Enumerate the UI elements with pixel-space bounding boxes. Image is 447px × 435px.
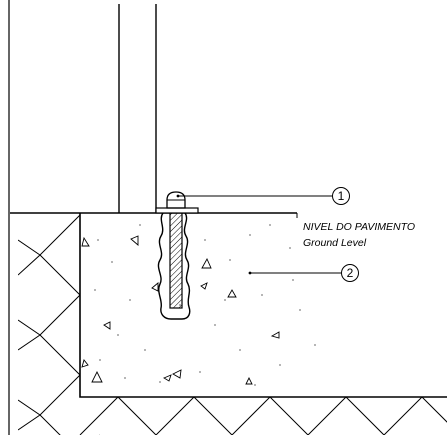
earth-hatch [18, 214, 447, 435]
pavement-level-label: NIVEL DO PAVIMENTO [303, 221, 415, 233]
anchor-bolt-cap [166, 191, 186, 209]
ground-level-label: Ground Level [303, 237, 367, 249]
concrete-footing [79, 213, 447, 398]
callout-2-marker: 2 [341, 264, 359, 282]
concrete-speckle [94, 224, 316, 386]
base-plate [155, 207, 199, 214]
callout-1-marker: 1 [332, 187, 350, 205]
bolt-grout-pocket [157, 212, 191, 320]
anchor-bolt-shaft [169, 211, 183, 309]
callout-2-number: 2 [347, 266, 354, 280]
post [118, 4, 157, 213]
concrete-aggregate [81, 235, 280, 385]
callout-1-number: 1 [338, 189, 345, 203]
